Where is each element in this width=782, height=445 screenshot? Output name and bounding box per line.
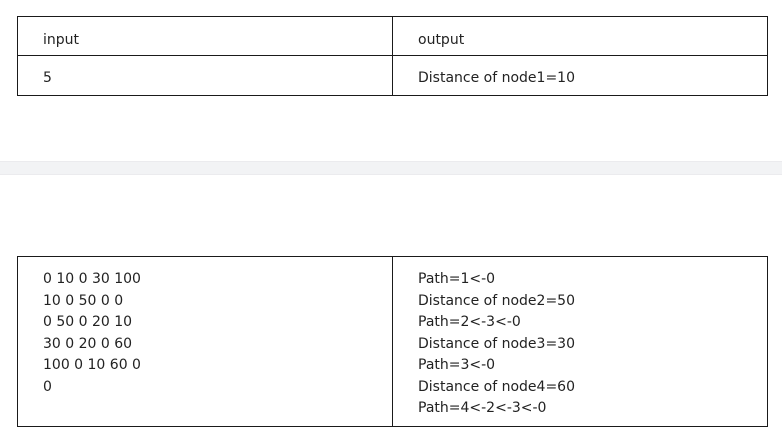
io-example-table-top: input output 5 Distance of node1=10 [17,16,768,96]
table-row: 5 Distance of node1=10 [17,55,768,96]
io-example-table-bottom: 0 10 0 30 100 10 0 50 0 0 0 50 0 20 10 3… [17,256,768,427]
input-line: 30 0 20 0 60 [43,335,133,352]
input-line: 0 10 0 30 100 [43,271,141,287]
header-input: input [17,16,393,56]
input-line: 10 0 50 0 0 [43,292,124,309]
input-cell: 5 [17,55,393,96]
output-cell: Path=1<-0 Distance of node2=50 Path=2<-3… [392,256,768,427]
table-row: 0 10 0 30 100 10 0 50 0 0 0 50 0 20 10 3… [17,256,768,427]
output-line: Path=1<-0 [418,271,496,287]
output-line: Path=2<-3<-0 [418,314,521,330]
output-cell: Distance of node1=10 [392,55,768,96]
header-output: output [392,16,768,56]
page-divider [0,161,782,175]
output-line: Distance of node4=60 [418,378,576,395]
input-line: 100 0 10 60 0 [43,357,141,373]
output-line: Distance of node2=50 [418,292,576,309]
output-line: Distance of node3=30 [418,335,576,352]
output-line: Path=3<-0 [418,357,496,373]
input-cell: 0 10 0 30 100 10 0 50 0 0 0 50 0 20 10 3… [17,256,393,427]
output-line: Path=4<-2<-3<-0 [418,400,547,416]
table-header-row: input output [17,16,768,56]
input-line: 0 [43,378,52,395]
input-line: 0 50 0 20 10 [43,314,133,330]
